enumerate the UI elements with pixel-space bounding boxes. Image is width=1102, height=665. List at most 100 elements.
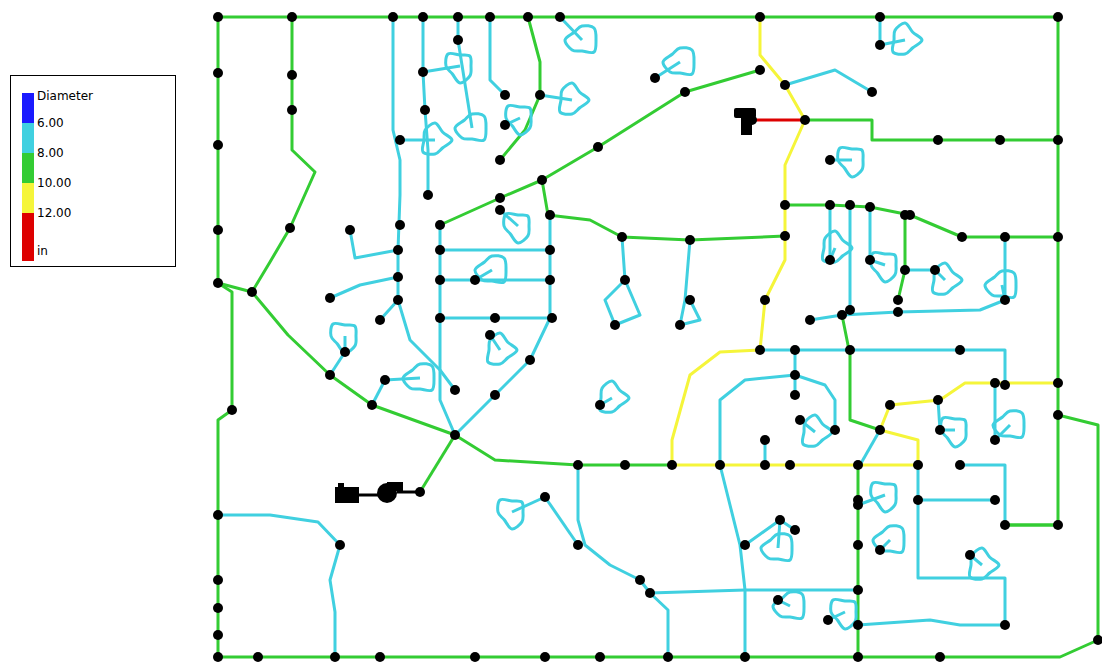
pipe [720,375,835,465]
pipe-loop [565,26,596,53]
pipe [860,430,880,465]
junction-node [935,652,945,662]
junction-node [790,525,800,535]
junction-node [335,540,345,550]
junction-node [345,225,355,235]
pipe-loop [498,499,523,529]
junction-node [555,12,565,22]
pipe [650,590,858,593]
junction-node [325,293,335,303]
junction-node [213,510,223,520]
legend-value: 8.00 [37,146,64,160]
junction-node [213,603,223,613]
junction-node [760,435,770,445]
junction-node [845,305,855,315]
pipe [500,17,540,160]
junction-node [247,287,257,297]
pipe-loop [838,147,863,177]
pipe [918,499,995,502]
pipe-loop [993,411,1024,438]
pipe [869,207,872,260]
junction-node [935,425,945,435]
junction-node [213,630,223,640]
junction-node [213,575,223,585]
junction-node [780,231,790,241]
junction-node [785,460,795,470]
junction-node [540,652,550,662]
junction-node [470,275,480,285]
pipe [420,435,455,492]
pipe [440,225,455,435]
junction-node [523,12,533,22]
junction-node [853,585,863,595]
pipe-loop [403,364,434,391]
junction-node [500,120,510,130]
junction-node [913,495,923,505]
pipe [849,205,852,310]
junction-node [470,652,480,662]
junction-node [620,275,630,285]
color-swatch [22,153,34,183]
junction-node [957,232,967,242]
pipe [252,292,672,465]
pump-symbol [335,482,420,503]
pipe [218,17,315,292]
color-swatch [22,183,34,213]
pipe-loop [985,271,1016,298]
junction-node [420,105,430,115]
pipe [605,237,640,325]
junction-node [773,595,783,605]
junction-node [367,400,377,410]
junction-node [875,12,885,22]
junction-node [393,295,403,305]
junction-node [573,460,583,470]
pipe [490,17,505,95]
junction-node [287,12,297,22]
junction-node [645,588,655,598]
junctions [213,12,1102,662]
legend-value: in [37,244,48,258]
junction-node [845,200,855,210]
junction-node [823,615,833,625]
pipe [512,497,545,512]
junction-node [825,155,835,165]
junction-node [573,540,583,550]
junction-node [213,225,223,235]
junction-node [875,425,885,435]
pipe [330,277,398,298]
legend-box: Diameter6.008.0010.0012.00in [10,75,176,267]
pipe [218,415,1098,657]
junction-node [1000,620,1010,630]
junction-node [760,295,770,305]
junction-node [617,232,627,242]
junction-node [375,652,385,662]
pipe-loop [773,592,804,619]
junction-node [955,460,965,470]
pipe [545,497,578,545]
junction-node [545,275,555,285]
junction-node [1053,232,1063,242]
junction-node [790,345,800,355]
junction-node [490,313,500,323]
pipe-loop [504,213,529,243]
junction-node [213,68,223,78]
color-swatch [22,213,34,261]
junction-node [825,255,835,265]
junction-node [547,313,557,323]
pipe [218,515,340,657]
junction-node [990,495,1000,505]
junction-node [545,245,555,255]
pipe-loop [871,482,896,512]
pipe-loop [831,599,856,629]
junction-node [450,385,460,395]
junction-node [900,210,910,220]
junction-node [825,200,835,210]
junction-node [1053,135,1063,145]
junction-node [790,390,800,400]
junction-node [340,347,350,357]
pipe-loop [446,53,471,83]
junction-node [418,67,428,77]
pipe [858,465,1005,625]
junction-node [867,87,877,97]
junction-node [1000,232,1010,242]
